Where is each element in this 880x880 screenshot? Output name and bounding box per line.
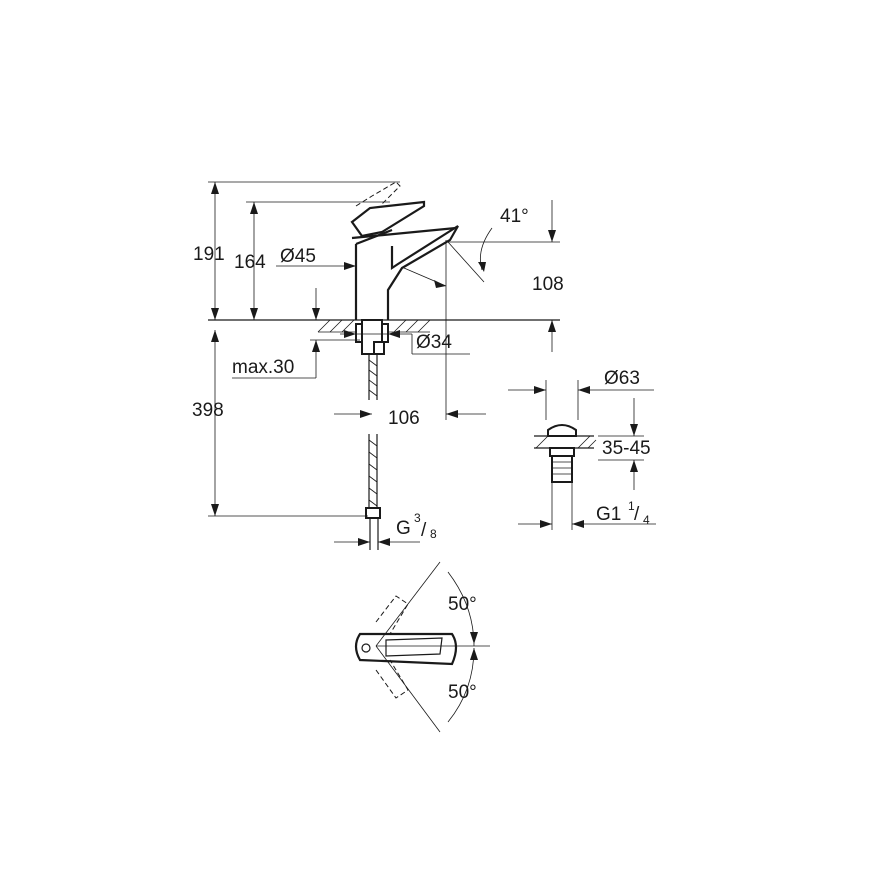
label-rotation-down: 50° bbox=[448, 682, 477, 703]
waste-plug-head bbox=[547, 424, 577, 437]
label-base-diameter: Ø34 bbox=[416, 332, 452, 353]
hose-braid bbox=[368, 359, 378, 507]
label-spout-height: 164 bbox=[234, 252, 266, 273]
top-view-handle bbox=[354, 632, 458, 666]
label-waste-thread-num: 1 bbox=[628, 499, 635, 513]
label-lever-angle: 41° bbox=[500, 206, 529, 227]
lever-right-position bbox=[375, 659, 409, 699]
faucet-lever bbox=[350, 200, 426, 238]
flex-hose bbox=[365, 354, 381, 550]
label-hose-thread-den: 8 bbox=[430, 527, 437, 541]
label-total-height: 191 bbox=[193, 244, 225, 265]
lever-open-position bbox=[355, 181, 401, 207]
waste-body bbox=[551, 455, 573, 483]
lever-left-position bbox=[375, 595, 409, 635]
dimension-lines bbox=[208, 181, 560, 546]
waste-fitting bbox=[508, 380, 656, 530]
label-spout-clearance: 108 bbox=[532, 274, 564, 295]
faucet-spout bbox=[351, 226, 457, 240]
shank-nut bbox=[373, 341, 385, 355]
label-body-diameter: Ø45 bbox=[280, 246, 316, 267]
faucet-body-outline bbox=[354, 225, 459, 320]
label-waste-thread-den: 4 bbox=[643, 513, 650, 527]
label-hose-thread: G bbox=[396, 518, 411, 539]
label-waste-range: 35-45 bbox=[602, 438, 651, 459]
label-counter-thickness: max.30 bbox=[232, 357, 294, 378]
label-rotation-up: 50° bbox=[448, 594, 477, 615]
label-waste-thread: G1 bbox=[596, 504, 621, 525]
dimension-labels: 191 164 Ø45 41° 108 Ø34 max.30 398 106 G… bbox=[192, 206, 651, 703]
label-hose-thread-slash: / bbox=[421, 520, 427, 541]
label-waste-thread-slash: / bbox=[634, 504, 640, 525]
label-spout-reach: 106 bbox=[388, 408, 420, 429]
label-waste-diameter: Ø63 bbox=[604, 368, 640, 389]
label-hose-length: 398 bbox=[192, 400, 224, 421]
faucet-top-view bbox=[354, 561, 490, 733]
label-hose-thread-num: 3 bbox=[414, 511, 421, 525]
faucet-side-view bbox=[208, 181, 560, 550]
